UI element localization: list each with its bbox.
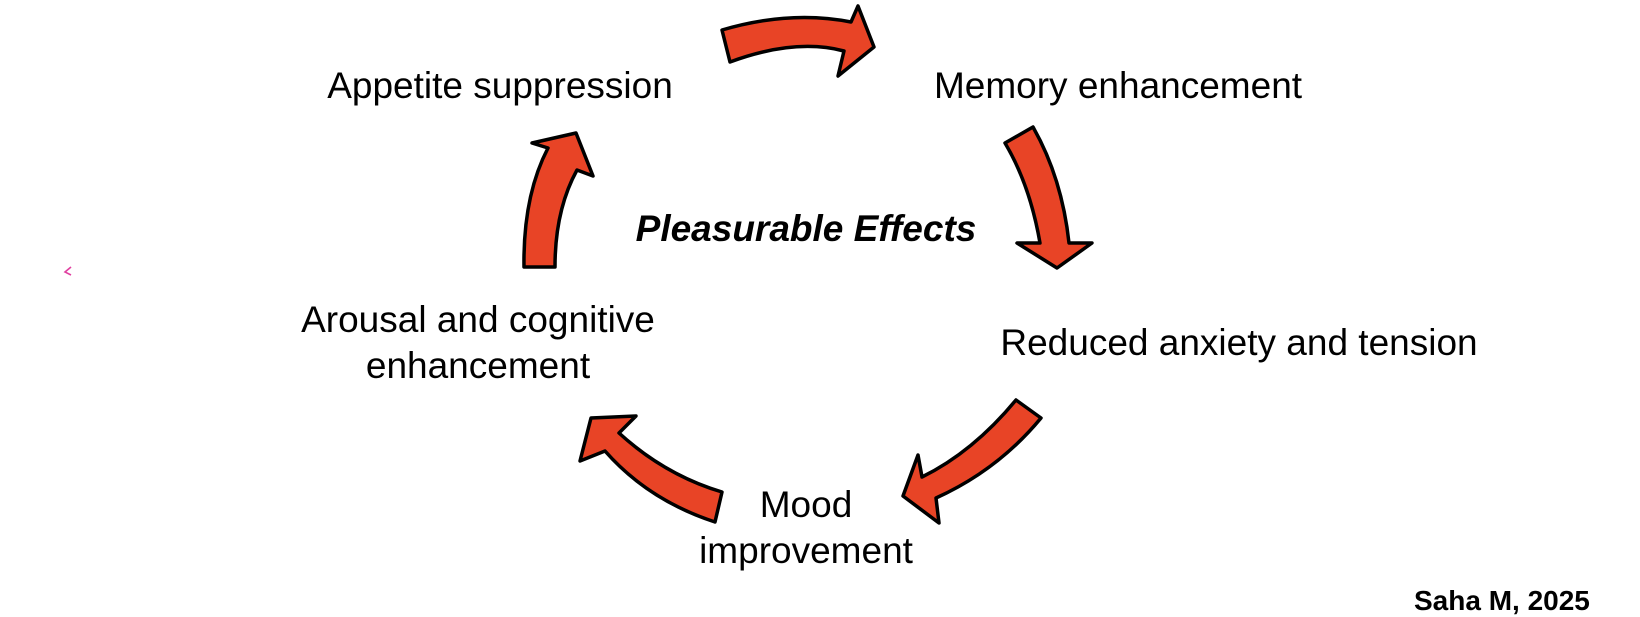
node-arousal-enhancement: Arousal and cognitive enhancement: [301, 299, 655, 386]
node-appetite-suppression: Appetite suppression: [327, 65, 673, 106]
node-memory-enhancement: Memory enhancement: [933, 65, 1303, 106]
arrow-anxiety-to-mood: [901, 398, 1043, 525]
arrow-arousal-to-appetite: [522, 131, 595, 269]
arrow-appetite-to-memory: [720, 4, 876, 78]
stray-mark-icon: [63, 266, 72, 276]
node-mood-improvement: Mood improvement: [699, 484, 913, 571]
diagram-title: Pleasurable Effects: [635, 208, 977, 249]
credit-text: Saha M, 2025: [1414, 585, 1590, 616]
cycle-arrows: [522, 4, 1094, 525]
arrow-mood-to-arousal: [578, 414, 724, 524]
arrow-memory-to-anxiety: [1003, 125, 1094, 270]
node-reduced-anxiety: Reduced anxiety and tension: [1000, 322, 1478, 363]
effects-cycle-diagram: Pleasurable Effects Appetite suppression…: [63, 4, 1590, 616]
